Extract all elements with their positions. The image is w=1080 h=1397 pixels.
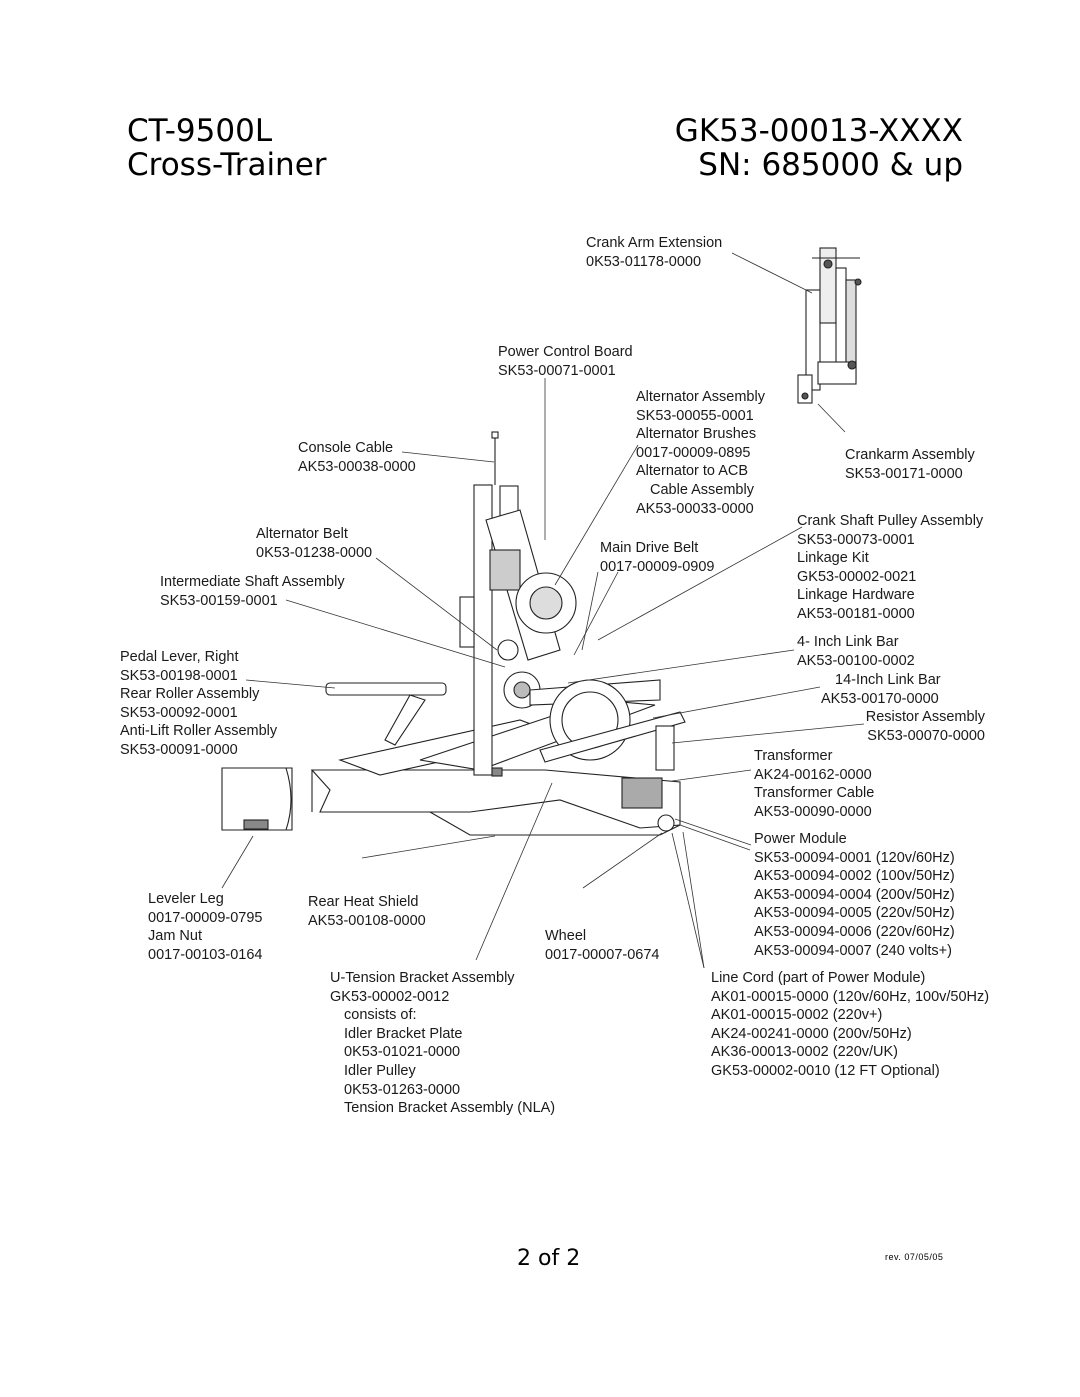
u-tension-bracket-label: U-Tension Bracket Assembly GK53-00002-00…: [330, 970, 556, 1117]
drive-assembly-part: [485, 509, 686, 832]
crank-shaft-pulley-label: Crank Shaft Pulley Assembly SK53-00073-0…: [797, 513, 984, 622]
leader-lines: [221, 252, 865, 969]
transformer-label: Transformer AK24-00162-0000 Transformer …: [754, 748, 875, 820]
upright-mast-part: [459, 431, 519, 777]
part-number-title: GK53-00013-XXXX: [674, 113, 963, 149]
pedal-lever-label: Pedal Lever, Right SK53-00198-0001 Rear …: [120, 649, 278, 758]
power-module-label: Power Module SK53-00094-0001 (120v/60Hz)…: [754, 831, 955, 959]
crank-arm-extension-part: [797, 247, 862, 404]
line-cord-label: Line Cord (part of Power Module) AK01-00…: [711, 970, 990, 1079]
leveler-leg-label: Leveler Leg 0017-00009-0795 Jam Nut 0017…: [148, 891, 263, 963]
alternator-assembly-label: Alternator Assembly SK53-00055-0001 Alte…: [636, 389, 765, 517]
serial-range-title: SN: 685000 & up: [698, 147, 963, 183]
chassis-base-part: [221, 767, 681, 836]
page-number: 2 of 2: [517, 1246, 581, 1271]
revision-date: rev. 07/05/05: [885, 1252, 944, 1262]
model-title: CT-9500L: [127, 113, 273, 149]
product-title: Cross-Trainer: [127, 147, 327, 183]
